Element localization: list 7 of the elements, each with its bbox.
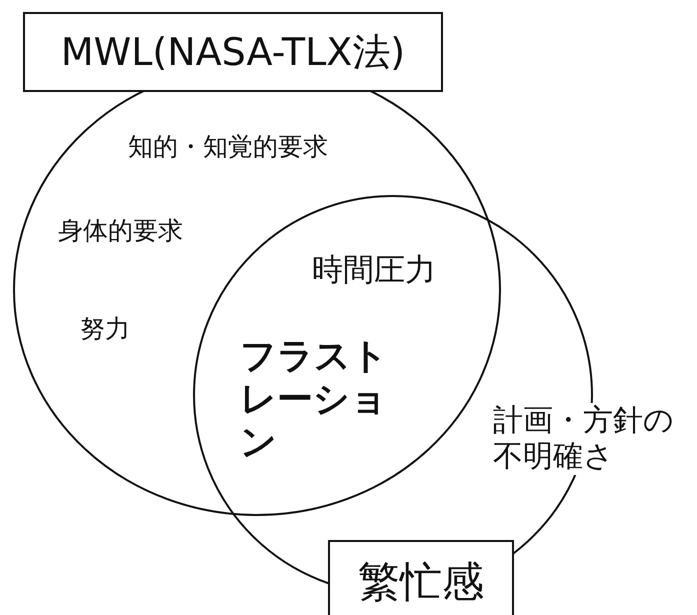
title-box: 繁忙感 (328, 540, 514, 615)
circle-text: 知的・知覚的要求 (128, 132, 328, 162)
overlap-text: フラストレーション (240, 335, 389, 465)
title-box: MWL(NASA-TLX法) (23, 12, 443, 92)
circle-text: 努力 (80, 314, 130, 344)
circle-text: 身体的要求 (58, 216, 183, 246)
overlap-text: 時間圧力 (312, 252, 436, 290)
